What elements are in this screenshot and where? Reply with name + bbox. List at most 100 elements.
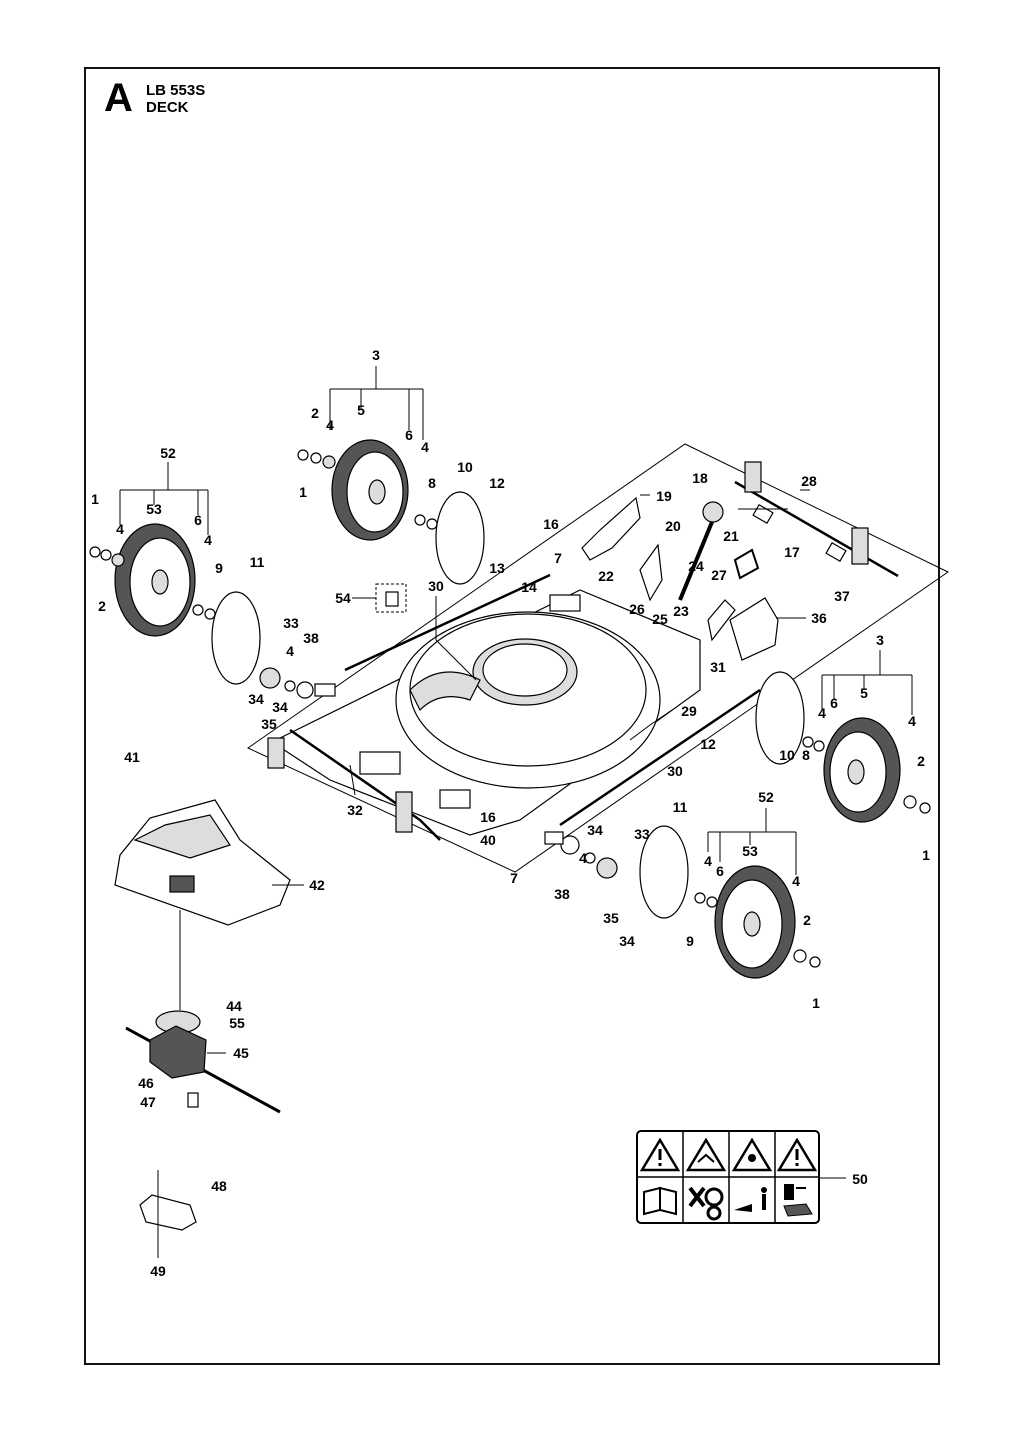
callout-52: 52 [160,445,176,461]
callout-33: 33 [634,826,650,842]
bearing [802,736,814,748]
washer [813,740,825,752]
callout-16: 16 [480,809,496,825]
drive-shaft-bearing [560,835,580,855]
callout-30: 30 [428,578,444,594]
warning-triangle-icon [731,1137,773,1172]
callout-50: 50 [852,1171,868,1187]
callout-41: 41 [124,749,140,765]
callout-6: 6 [194,512,202,528]
washer [426,518,438,530]
callout-11: 11 [250,554,265,570]
callout-26: 26 [629,601,645,617]
callout-4: 4 [908,713,916,729]
washer [903,795,917,809]
rear-wheel-right [823,717,901,823]
drive-gear [259,667,281,689]
callout-16: 16 [543,516,559,532]
mower-deck [270,589,701,836]
height-rod [344,573,551,672]
callout-4: 4 [286,643,294,659]
callout-25: 25 [652,611,668,627]
callout-4: 4 [421,439,429,455]
callout-6: 6 [405,427,413,443]
warning-triangle-icon [685,1137,727,1172]
callout-40: 40 [480,832,496,848]
callout-53: 53 [742,843,758,859]
callout-1: 1 [91,491,99,507]
callout-31: 31 [710,659,726,675]
washer [284,680,296,692]
washer [100,549,112,561]
callout-6: 6 [716,863,724,879]
wheel-nut [919,802,931,814]
callout-12: 12 [700,736,716,752]
callout-30: 30 [667,763,683,779]
wheel-nut [297,449,309,461]
callout-22: 22 [598,568,614,584]
callout-32: 32 [347,802,363,818]
washer [793,949,807,963]
callout-9: 9 [686,933,694,949]
callout-35: 35 [603,910,619,926]
callout-10: 10 [779,747,795,763]
wheel-cover [211,591,261,685]
callout-49: 49 [150,1263,166,1279]
callout-7: 7 [554,550,562,566]
callout-5: 5 [860,685,868,701]
callout-4: 4 [792,873,800,889]
height-adjust-lever-assembly [581,496,779,661]
callout-5: 5 [357,402,365,418]
washer [584,852,596,864]
callout-2: 2 [98,598,106,614]
callout-2: 2 [311,405,319,421]
callout-38: 38 [303,630,319,646]
manual-book-icon [643,1186,677,1216]
bearing [111,553,125,567]
callout-2: 2 [803,912,811,928]
wheel-nut [809,956,821,968]
callout-18: 18 [692,470,708,486]
section-name: DECK [146,99,189,116]
model-number: LB 553S [146,82,206,99]
filter-cover [139,1194,197,1231]
drive-shaft [544,831,564,845]
callout-3: 3 [876,632,884,648]
callout-6: 6 [830,695,838,711]
wheel-cover [755,671,805,765]
bearing [322,455,336,469]
callout-52: 52 [758,789,774,805]
callout-53: 53 [146,501,162,517]
callout-55: 55 [229,1015,245,1031]
bearing [192,604,204,616]
callout-20: 20 [665,518,681,534]
front-wheel-left [114,523,196,637]
callout-47: 47 [140,1094,156,1110]
safety-decal [636,1130,820,1224]
callout-44: 44 [226,998,242,1014]
callout-11: 11 [673,799,688,815]
callout-4: 4 [204,532,212,548]
callout-4: 4 [579,850,587,866]
gearbox [125,1010,281,1114]
callout-34: 34 [587,822,603,838]
washer [706,896,718,908]
callout-7: 7 [510,870,518,886]
rear-wheel-left [331,439,409,541]
callout-29: 29 [681,703,697,719]
callout-10: 10 [457,459,473,475]
callout-45: 45 [233,1045,249,1061]
callout-19: 19 [656,488,672,504]
no-hands-blade-icon [688,1186,724,1221]
callout-1: 1 [922,847,930,863]
callout-4: 4 [326,417,334,433]
thrown-object-bystander-icon [734,1187,767,1212]
callout-34: 34 [619,933,635,949]
callout-23: 23 [673,603,689,619]
callout-33: 33 [283,615,299,631]
callout-labels: 3 2 4 5 6 4 1 8 10 12 52 1 53 4 6 4 9 11… [91,347,930,1279]
callout-54: 54 [335,590,351,606]
callout-2: 2 [917,753,925,769]
callout-17: 17 [784,544,800,560]
washer [310,452,322,464]
